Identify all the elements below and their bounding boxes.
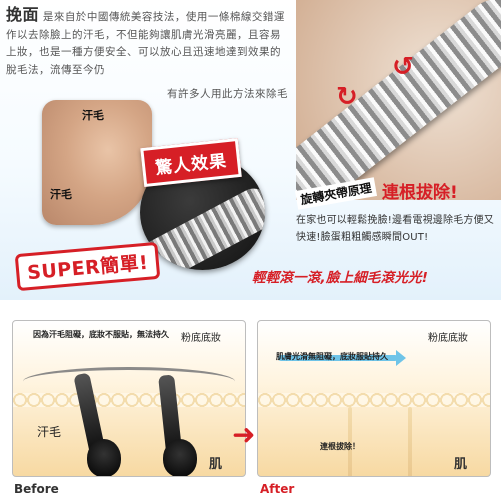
intro-paragraph: 挽面 是來自於中國傳統美容技法，使用一條棉線交錯運作以去除臉上的汗毛，不但能夠讓… [6, 6, 288, 79]
armpit-photo [42, 100, 152, 225]
coil-closeup [140, 182, 265, 270]
before-panel: 因為汗毛阻礙，底妝不服貼，無法持久 粉底底妝 汗毛 肌 [12, 320, 246, 477]
tool-description: 在家也可以輕鬆挽臉!邊看電視邊除毛方便又快速!臉蛋粗粗觸感瞬間OUT! [296, 215, 495, 243]
before-note: 因為汗毛阻礙，底妝不服貼，無法持久 [33, 330, 169, 339]
hair-label: 汗毛 [37, 425, 62, 439]
pull-label: 連根拔除! [382, 183, 458, 203]
after-caption: After [260, 482, 295, 496]
comparison-section: 因為汗毛阻礙，底妝不服貼，無法持久 粉底底妝 汗毛 肌 ➜ 粉底底妝 肌膚光滑無… [0, 300, 501, 500]
principle-label: 旋轉夾帶原理 [294, 177, 378, 210]
intro-lead: 挽面 [6, 5, 40, 24]
skin-label: 肌 [454, 457, 468, 472]
transition-arrow-icon: ➜ [232, 418, 256, 451]
rotate-arrow-icon: ↻ [336, 82, 358, 112]
intro-ending: 有許多人用此方法來除毛 [167, 88, 288, 100]
spring-coil [296, 0, 501, 200]
skin-surface [258, 393, 490, 407]
after-note: 肌膚光滑無阻礙，底妝服貼持久 [276, 352, 388, 361]
hair-follicle [163, 439, 197, 476]
tool-photo: ↻ ↺ [296, 0, 501, 200]
slogan: 輕輕滾一滾,臉上細毛滾光光! [252, 270, 429, 286]
removed-label: 連根拔除！ [320, 442, 360, 451]
after-panel: 粉底底妝 肌膚光滑無阻礙，底妝服貼持久 連根拔除！ 肌 [257, 320, 491, 477]
before-powder-label: 粉底底妝 [181, 333, 221, 344]
armpit-hair-label-bottom: 汗毛 [50, 188, 72, 201]
empty-pore [348, 407, 352, 476]
intro-text: 是來自於中國傳統美容技法，使用一條棉線交錯運作以去除臉上的汗毛，不但能夠讓肌膚光… [6, 11, 285, 76]
skin-surface [13, 393, 245, 407]
armpit-hair-label-top: 汗毛 [82, 109, 104, 122]
rotate-arrow-icon: ↺ [392, 52, 414, 82]
skin-label: 肌 [209, 457, 223, 472]
super-simple-badge: SUPER簡單! [14, 241, 161, 292]
hair-follicle [87, 439, 121, 476]
makeup-layer [23, 367, 235, 396]
top-section: 挽面 是來自於中國傳統美容技法，使用一條棉線交錯運作以去除臉上的汗毛，不但能夠讓… [0, 0, 501, 300]
after-powder-label: 粉底底妝 [428, 333, 468, 344]
smooth-arrow-icon [278, 350, 406, 366]
tool-caption: 旋轉夾帶原理 連根拔除! [294, 177, 458, 210]
before-caption: Before [14, 482, 59, 496]
empty-pore [408, 407, 412, 476]
